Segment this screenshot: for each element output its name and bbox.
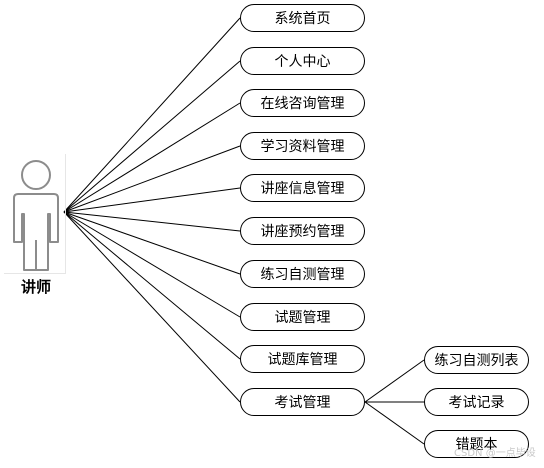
connector-line bbox=[63, 17, 241, 213]
connector-line bbox=[63, 211, 241, 232]
node-lecture-booking-mgmt[interactable]: 讲座预约管理 bbox=[240, 217, 365, 245]
connector-line bbox=[63, 211, 241, 360]
connector-line bbox=[63, 102, 241, 213]
connector-line bbox=[63, 145, 241, 213]
node-question-bank-mgmt[interactable]: 试题库管理 bbox=[240, 345, 365, 373]
node-study-material-mgmt[interactable]: 学习资料管理 bbox=[240, 132, 365, 160]
node-exam-records[interactable]: 考试记录 bbox=[424, 388, 529, 416]
connector-line bbox=[63, 187, 241, 213]
node-online-consult-mgmt[interactable]: 在线咨询管理 bbox=[240, 89, 365, 117]
actor-figure-frame bbox=[4, 154, 66, 274]
node-system-home[interactable]: 系统首页 bbox=[240, 4, 365, 32]
connector-line bbox=[364, 401, 425, 445]
actor-label: 讲师 bbox=[20, 278, 51, 296]
node-wrong-questions-book[interactable]: 错题本 bbox=[424, 430, 529, 458]
node-practice-test-mgmt[interactable]: 练习自测管理 bbox=[240, 260, 365, 288]
connector-line bbox=[63, 60, 241, 213]
node-practice-test-list[interactable]: 练习自测列表 bbox=[424, 346, 529, 374]
connector-line bbox=[63, 211, 241, 318]
connector-line bbox=[63, 211, 241, 275]
node-personal-center[interactable]: 个人中心 bbox=[240, 47, 365, 75]
node-exam-mgmt[interactable]: 考试管理 bbox=[240, 388, 365, 416]
actor-stick-figure-icon bbox=[13, 160, 59, 271]
node-question-mgmt[interactable]: 试题管理 bbox=[240, 303, 365, 331]
connector-line bbox=[364, 359, 425, 403]
watermark-text: CSDN @一点毕设 bbox=[454, 448, 536, 459]
connector-line bbox=[63, 211, 241, 403]
node-lecture-info-mgmt[interactable]: 讲座信息管理 bbox=[240, 174, 365, 202]
